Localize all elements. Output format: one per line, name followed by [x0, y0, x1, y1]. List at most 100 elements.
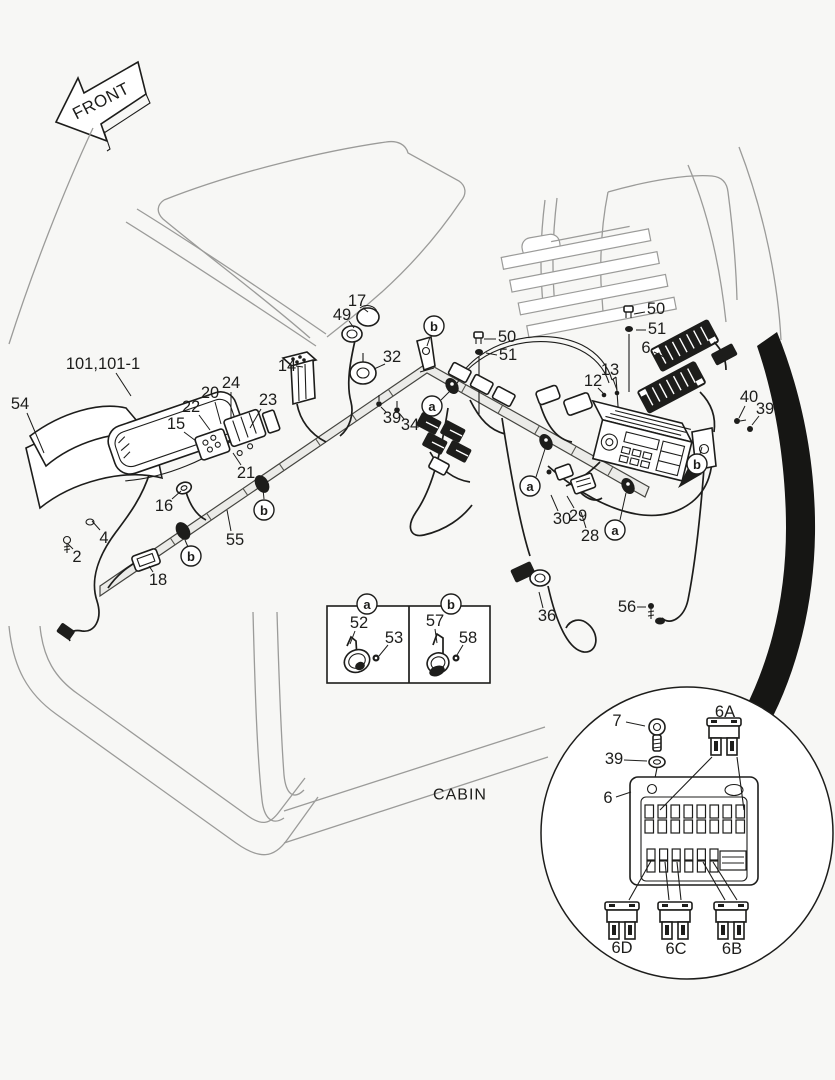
marker-circle-a-1	[421, 395, 443, 417]
harness-wires	[56, 335, 716, 653]
marker-circle-a-4	[519, 475, 541, 497]
rail-connectors	[447, 361, 516, 407]
callout-leader-39	[623, 759, 648, 762]
callout-57-42: 57	[426, 612, 444, 630]
callout-leader-36	[538, 591, 544, 609]
callout-17-14: 17	[348, 292, 366, 310]
callout-22-3: 22	[182, 398, 200, 416]
callout-49-15: 49	[333, 306, 351, 324]
fuse-cartridges-6	[637, 319, 738, 414]
callout-leader-49	[348, 320, 355, 329]
detail-circle	[540, 686, 834, 980]
switch-17-49	[341, 305, 380, 343]
callout-14-13: 14	[278, 357, 296, 375]
screw-2	[62, 535, 72, 553]
callout-21-7: 21	[237, 464, 255, 482]
callout-leader-52	[349, 630, 356, 645]
relay-stack	[416, 412, 472, 476]
screws-39-34	[376, 395, 400, 413]
callout-34-18: 34	[401, 416, 419, 434]
callout-6A-36: 6A	[715, 703, 735, 721]
marker-circle-b-8	[440, 593, 462, 615]
callout-51-22: 51	[648, 320, 666, 338]
washer-39-detail	[648, 755, 666, 789]
blade-fuses	[604, 717, 749, 940]
callout-6-23: 6	[641, 339, 650, 357]
callout-leader-34	[398, 412, 405, 420]
callout-56-32: 56	[618, 598, 636, 616]
connector-14	[281, 351, 318, 406]
callout-6-35: 6	[603, 789, 612, 807]
legend-part-57-58	[426, 632, 460, 677]
callout-50-19: 50	[498, 328, 516, 346]
callout-leader-51	[485, 352, 498, 356]
callout-leader-18	[148, 565, 154, 573]
marker-circle-b-0	[423, 315, 445, 337]
callout-39-17: 39	[383, 409, 401, 427]
front-arrow: FRONT	[54, 60, 151, 152]
marker-circle-b-2	[253, 499, 275, 521]
cabin-outline	[8, 127, 782, 856]
marker-letter-b-0: b	[430, 319, 438, 334]
rear-panel-slats	[500, 225, 677, 339]
bracket-rail-top	[416, 335, 436, 373]
callout-18-11: 18	[149, 571, 167, 589]
callout-53-41: 53	[385, 629, 403, 647]
callout-leader-32	[373, 363, 386, 370]
marker-letter-b-2: b	[260, 503, 268, 518]
callout-4-9: 4	[99, 529, 108, 547]
callout-leader-54	[26, 412, 45, 454]
callout-leader-30	[550, 494, 559, 512]
callout-6C-38: 6C	[665, 940, 686, 958]
marker-leader-b	[262, 488, 265, 500]
radio-unit	[591, 399, 694, 482]
fuse-panel-6	[629, 776, 759, 886]
screw-50-51-right	[623, 305, 634, 392]
callout-39-27: 39	[756, 400, 774, 418]
callout-leader-15	[183, 431, 197, 442]
callout-leader-7	[625, 721, 646, 727]
callout-leader-14	[295, 365, 304, 368]
callout-leader-55	[226, 509, 232, 532]
connector-18	[131, 548, 161, 572]
callout-leader-16	[171, 490, 182, 500]
marker-leader-a	[440, 390, 451, 401]
marker-leader-b	[699, 446, 703, 455]
callout-55-12: 55	[226, 531, 244, 549]
callout-36-31: 36	[538, 607, 556, 625]
marker-letter-a-5: a	[611, 523, 619, 538]
callout-51-20: 51	[499, 346, 517, 364]
callout-50-21: 50	[647, 300, 665, 318]
callout-leader-22	[198, 414, 211, 431]
callout-39-34: 39	[605, 750, 623, 768]
callout-30-28: 30	[553, 510, 571, 528]
rail-clamps	[175, 378, 635, 540]
callout-12-25: 12	[584, 372, 602, 390]
marker-circle-a-5	[604, 519, 626, 541]
callout-leader-53	[378, 644, 389, 657]
callout-leader-50	[633, 311, 646, 315]
callout-2-10: 2	[72, 548, 81, 566]
marker-letter-b-3: b	[187, 549, 195, 564]
callout-58-43: 58	[459, 629, 477, 647]
marker-circle-b-3	[180, 545, 202, 567]
callout-leader-2	[67, 543, 74, 550]
connector-36	[510, 561, 551, 587]
callout-54-1: 54	[11, 395, 29, 413]
legend-part-52-53	[343, 635, 380, 674]
marker-letter-a-1: a	[428, 399, 436, 414]
callout-leader-40	[738, 405, 746, 419]
switch-block	[194, 408, 281, 461]
washer-4	[85, 518, 95, 526]
callout-16-8: 16	[155, 497, 173, 515]
connector-28-29-30	[546, 463, 597, 495]
instrument-cluster-101	[107, 391, 244, 482]
callout-leader-6	[653, 351, 667, 359]
callout-leader-39	[380, 406, 387, 413]
marker-circle-b-6	[686, 453, 708, 475]
grommet-32	[349, 353, 377, 385]
callout-leader-17	[362, 307, 369, 313]
